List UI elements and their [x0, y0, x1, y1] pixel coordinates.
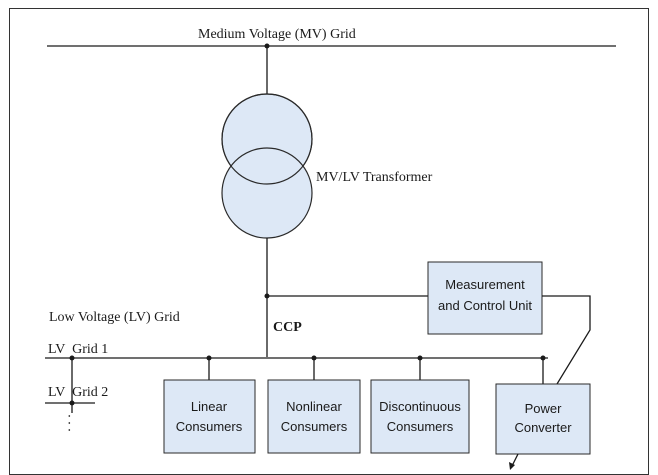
- linear-consumers-box: [163, 379, 256, 454]
- power-converter-node: [540, 355, 546, 361]
- linear-consumers-node: [206, 355, 212, 361]
- power-converter-box: [495, 383, 591, 455]
- lv-grid-1-label: LV Grid 1: [48, 342, 108, 357]
- measurement-control-unit-box: [427, 261, 543, 335]
- lv-grid-label: Low Voltage (LV) Grid: [49, 310, 180, 325]
- power-converter-label-2: Converter: [514, 420, 572, 435]
- nonlinear-consumers-node: [311, 355, 317, 361]
- mv-grid-label: Medium Voltage (MV) Grid: [198, 27, 356, 42]
- transformer-primary-outline: [221, 93, 313, 185]
- lv-grid-continuation-dots: . . .: [65, 414, 80, 432]
- linear-consumers-label-1: Linear: [191, 399, 228, 414]
- control-signal-wire: [542, 295, 591, 385]
- transformer-secondary-winding: [221, 147, 313, 239]
- linear-consumers-label-2: Consumers: [176, 419, 243, 434]
- power-converter-label-1: Power: [525, 401, 563, 416]
- transformer-label: MV/LV Transformer: [316, 170, 433, 185]
- lv-grid-2-label: LV Grid 2: [48, 385, 108, 400]
- discontinuous-consumers-node: [417, 355, 423, 361]
- nonlinear-consumers-box: [267, 379, 361, 454]
- discontinuous-consumers-label-2: Consumers: [387, 419, 454, 434]
- lv-grid-2-branch-node: [69, 355, 75, 361]
- measurement-control-unit-label-1: Measurement: [445, 277, 525, 292]
- ccp-label: CCP: [273, 320, 302, 335]
- discontinuous-consumers-box: [370, 379, 470, 454]
- discontinuous-consumers-label-1: Discontinuous: [379, 399, 461, 414]
- mv-tap-node: [264, 43, 270, 49]
- nonlinear-consumers-label-1: Nonlinear: [286, 399, 342, 414]
- power-converter-output-arrowhead: [509, 462, 515, 470]
- nonlinear-consumers-label-2: Consumers: [281, 419, 348, 434]
- measurement-control-unit-label-2: and Control Unit: [438, 298, 532, 313]
